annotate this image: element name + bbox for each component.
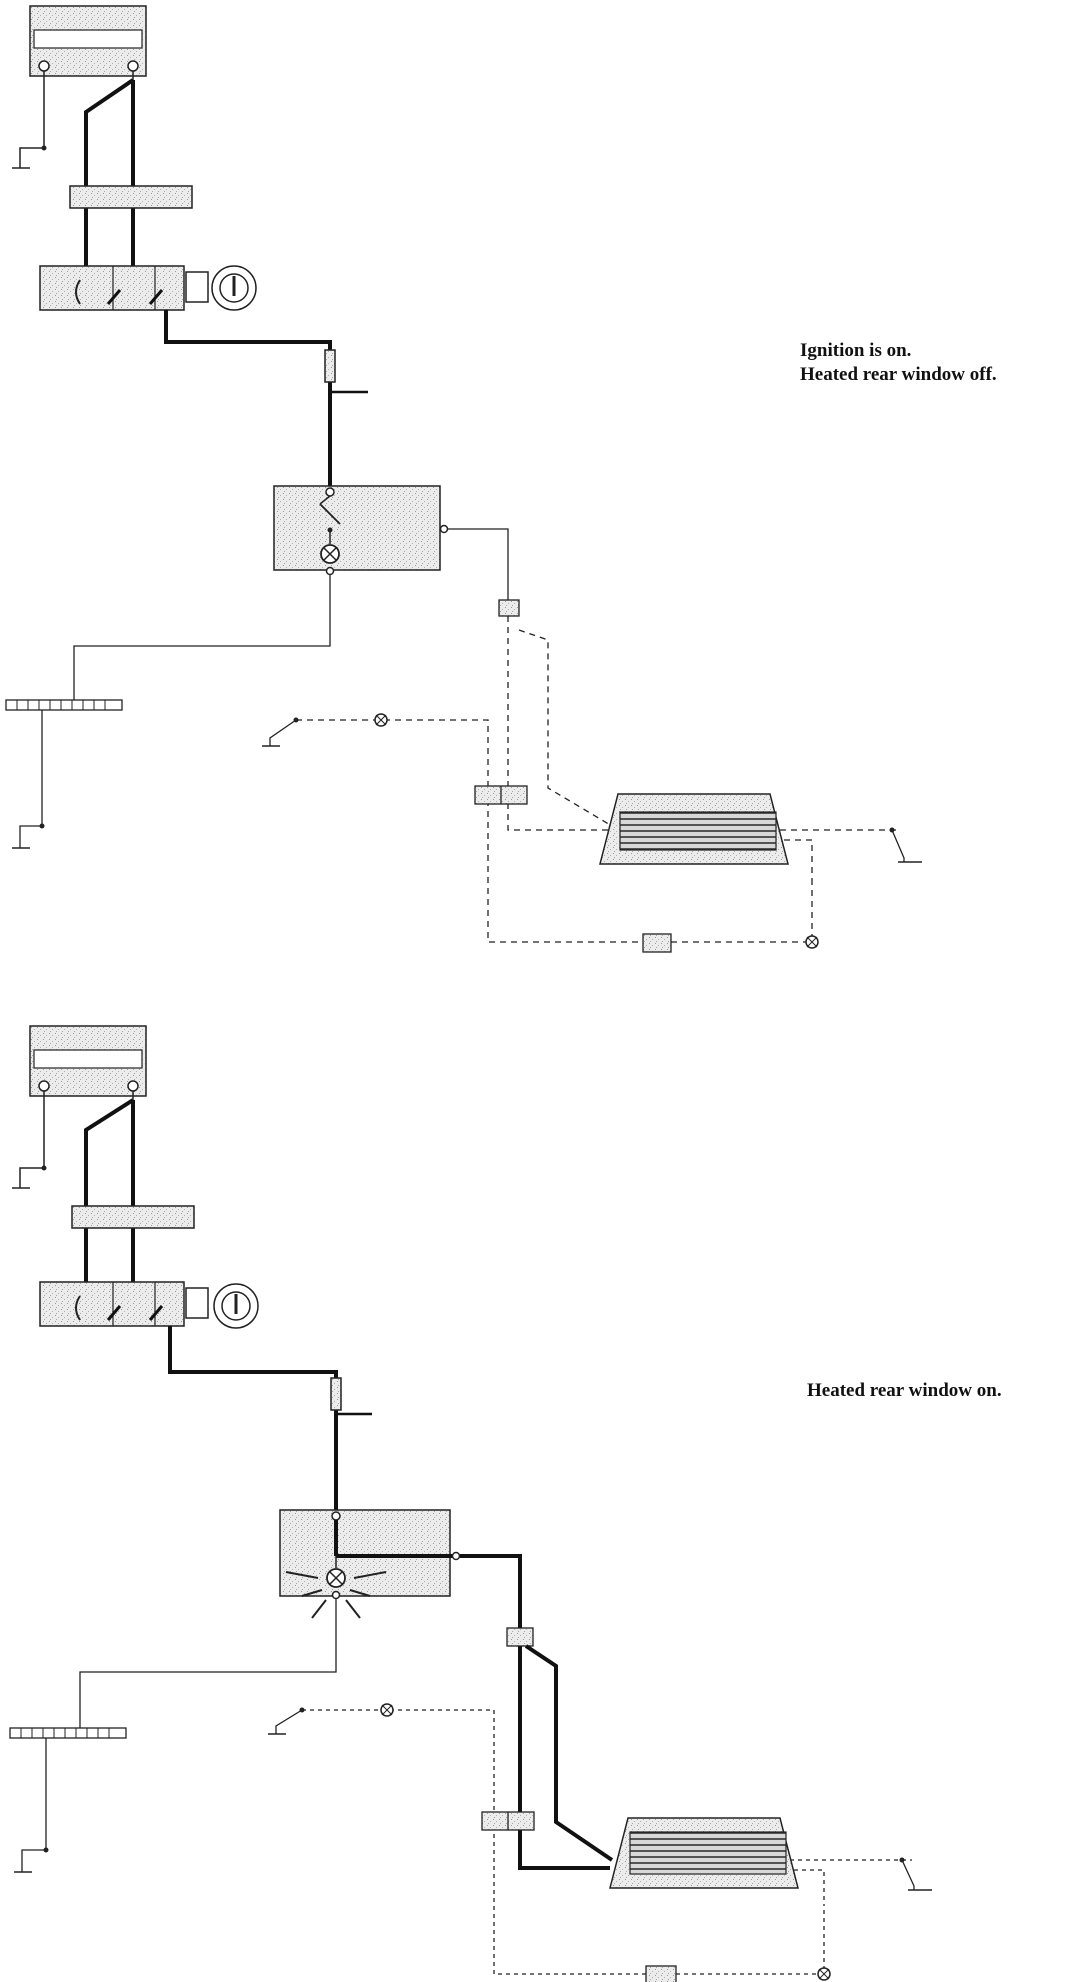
caption-ignition-on: Ignition is on. <box>800 340 912 361</box>
key-icon <box>213 1283 259 1329</box>
connector-b <box>642 933 672 953</box>
lamp-glow <box>285 1571 387 1619</box>
wire-lamp-ground <box>73 575 331 700</box>
splice-icon <box>805 935 819 949</box>
key-icon <box>211 265 257 311</box>
ground-bus <box>5 699 123 849</box>
wire-heater-feed-2 <box>524 1644 614 1862</box>
fuse-box <box>71 1205 195 1229</box>
connector-a <box>498 599 520 617</box>
connector-a <box>506 1627 534 1647</box>
wire-battery-plus <box>84 78 135 270</box>
wire-switch-out <box>448 528 509 600</box>
battery <box>29 1025 147 1100</box>
splice-icon <box>380 1703 394 1717</box>
splice-icon <box>817 1967 831 1981</box>
ignition-switch <box>39 265 209 311</box>
ignition-switch <box>39 1281 209 1327</box>
ground-heater <box>899 1857 932 1891</box>
splice-icon <box>374 713 388 727</box>
panel-top <box>5 5 922 953</box>
rear-window-heater <box>599 793 789 865</box>
ground-dashed-left <box>262 717 299 747</box>
wire-switch-out <box>460 1554 522 1628</box>
rear-window-switch <box>279 1509 461 1600</box>
ground-heater <box>889 827 922 863</box>
wire-lamp-ground <box>79 1599 337 1728</box>
wire-ignition-out <box>164 310 332 486</box>
rear-window-heater <box>609 1817 799 1889</box>
ground-dashed-left <box>268 1707 305 1735</box>
connector-fuse <box>324 349 336 383</box>
connector-fuse <box>330 1377 342 1411</box>
panel-bottom <box>9 1025 932 1982</box>
ground-battery <box>12 80 47 169</box>
wire-ignition-out <box>168 1326 338 1510</box>
caption-heater-on: Heated rear window on. <box>807 1380 1002 1401</box>
caption-heater-off: Heated rear window off. <box>800 364 997 385</box>
dashed-wiring <box>296 616 898 943</box>
battery <box>29 5 147 80</box>
dashed-wiring <box>302 1709 912 1975</box>
wire-heater-feed <box>518 1646 610 1870</box>
ground-battery <box>12 1100 47 1189</box>
wire-battery-plus <box>84 1098 135 1286</box>
fuse-box <box>69 185 193 209</box>
rear-window-switch <box>273 485 449 576</box>
connector-b <box>645 1965 677 1982</box>
ground-bus <box>9 1727 127 1873</box>
